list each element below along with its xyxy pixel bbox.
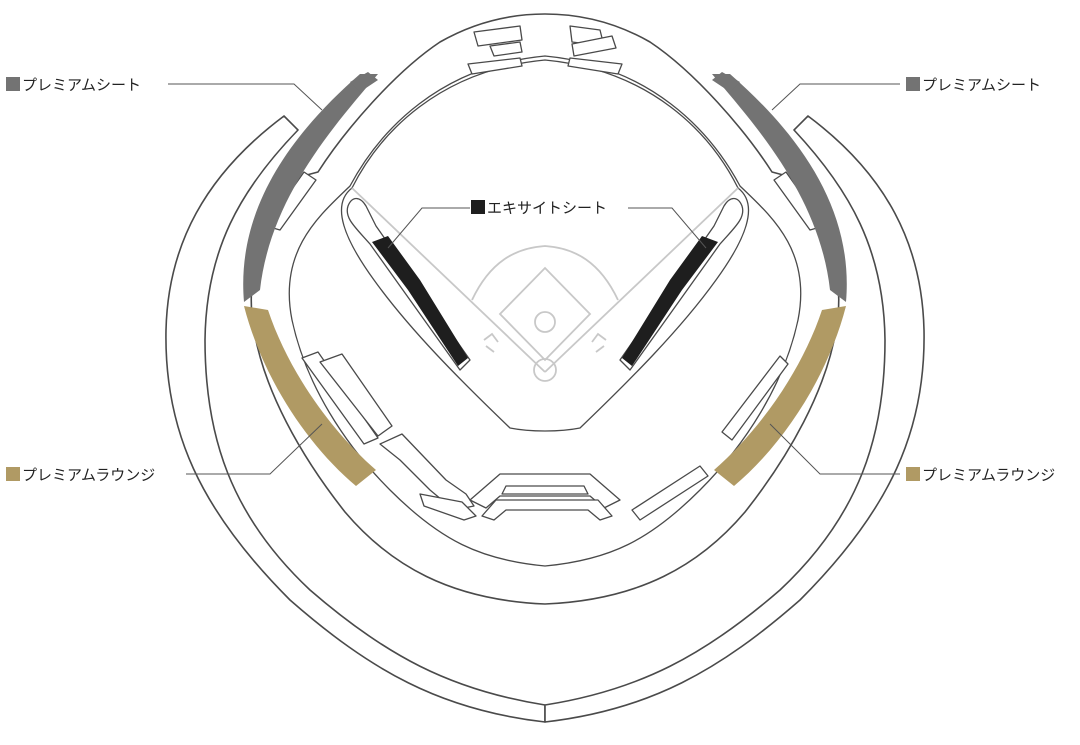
excite-seat-right[interactable] <box>622 236 718 366</box>
legend-chip-lounge-left <box>6 467 20 481</box>
premium-lounge-right[interactable] <box>714 306 846 486</box>
label-premium-lounge-right: プレミアムラウンジ <box>922 466 1055 484</box>
leader-premium-left <box>168 83 323 111</box>
pitchers-mound <box>534 311 556 333</box>
premium-seat-left-block[interactable] <box>243 74 378 302</box>
premium-seat-area-right[interactable] <box>712 72 847 302</box>
label-premium-lounge-left: プレミアムラウンジ <box>22 466 155 484</box>
box-left-bottom <box>419 493 477 521</box>
box-right-lower-1 <box>721 355 789 441</box>
legend-chip-lounge-right <box>906 467 920 481</box>
label-premium-seat-left: プレミアムシート <box>22 76 141 94</box>
outer-ring-right <box>544 115 925 723</box>
box-right-lower-2 <box>631 465 709 521</box>
premium-seat-left-top[interactable] <box>350 72 378 92</box>
legend-chip-premium-left <box>6 77 20 91</box>
box-left-stairs <box>379 433 475 511</box>
infield-arc <box>471 245 619 301</box>
dugout-mark-right <box>591 332 607 353</box>
label-premium-seat-right: プレミアムシート <box>922 76 1041 94</box>
home-plate-circle <box>533 358 557 382</box>
premium-seat-right-top[interactable] <box>712 72 740 92</box>
label-excite-seat: エキサイトシート <box>487 199 607 217</box>
infield-square <box>498 266 592 362</box>
leader-premium-right <box>771 83 900 111</box>
foul-line-left <box>351 187 546 373</box>
concourse-top-left <box>467 57 523 75</box>
diamond <box>351 187 739 382</box>
backstop-inner <box>481 499 613 521</box>
box-left-lower-1 <box>301 351 379 445</box>
backstop-core <box>501 485 589 495</box>
gate-top-left-2 <box>489 41 523 57</box>
leader-lounge-right <box>769 423 900 475</box>
concourse-top-right <box>567 57 623 75</box>
leader-excite-right <box>628 207 707 249</box>
gate-top-left <box>473 25 523 47</box>
leader-lounge-left <box>186 423 323 475</box>
gate-top-right-2 <box>571 35 617 57</box>
premium-seat-right-block[interactable] <box>712 74 847 302</box>
leader-excite-left <box>387 207 470 249</box>
foul-line-right <box>544 187 739 373</box>
premium-seat-area-left[interactable] <box>243 72 378 302</box>
legend-chip-premium-right <box>906 77 920 91</box>
premium-lounge-left[interactable] <box>244 306 376 486</box>
box-left-lower-2 <box>319 353 393 437</box>
dugout-mark-left <box>483 332 499 353</box>
excite-seat-left[interactable] <box>372 236 468 366</box>
legend-chip-excite <box>471 200 485 214</box>
